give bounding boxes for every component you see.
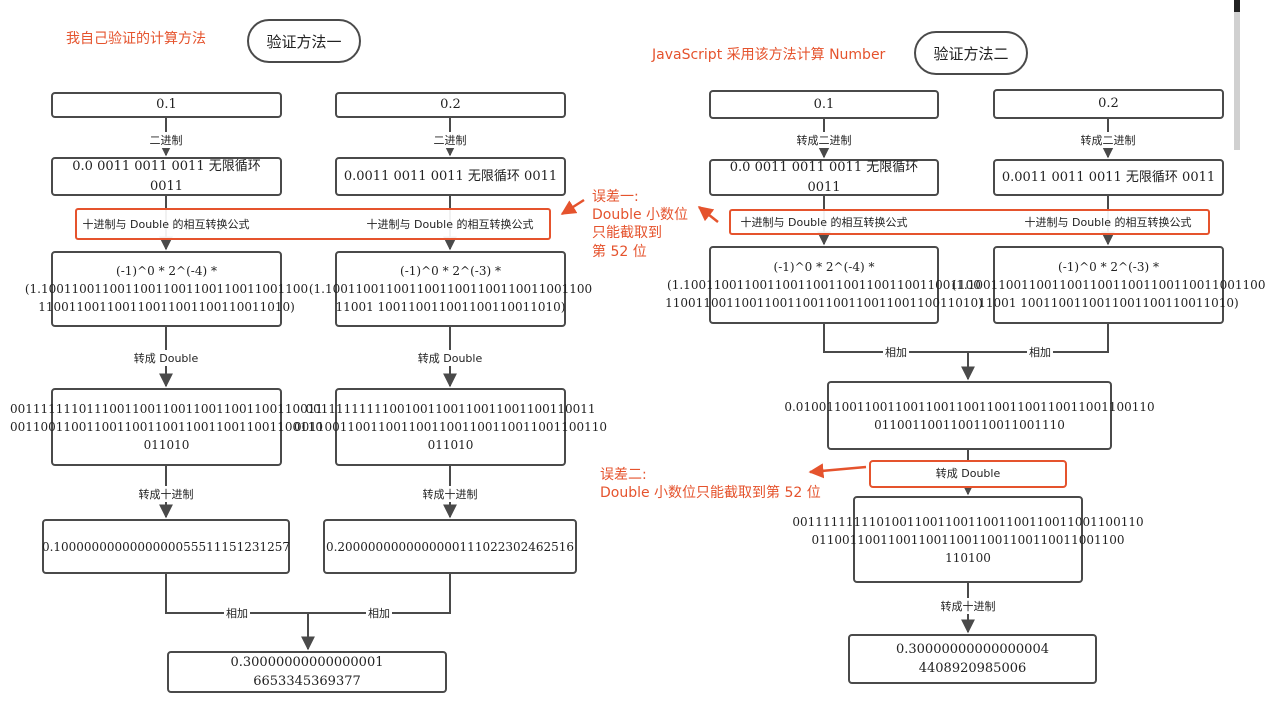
left-sci-b: (-1)^0 * 2^(-3) * (1.1001100110011001100…: [309, 251, 592, 327]
right-sci-b: (-1)^0 * 2^(-3) * (1.1001100110011001100…: [952, 246, 1265, 324]
method-one-label: 验证方法一: [247, 19, 361, 63]
method-two-label: 验证方法二: [914, 31, 1028, 75]
left-step-decimal-a: 转成十进制: [136, 486, 196, 502]
right-double: 0011111111101001100110011001100110011001…: [792, 496, 1144, 583]
left-sci-a: (-1)^0 * 2^(-4) * (1.1001100110011001100…: [25, 251, 308, 327]
left-input-b: 0.2: [335, 92, 566, 118]
right-step-binary-b: 转成二进制: [1078, 132, 1138, 148]
left-decimal-b: 0.2000000000000000111022302462516: [323, 519, 577, 574]
right-binary-b: 0.0011 0011 0011 无限循环 0011: [993, 159, 1224, 196]
right-input-b: 0.2: [993, 89, 1224, 119]
right-input-a: 0.1: [709, 90, 939, 119]
left-input-a: 0.1: [51, 92, 282, 118]
right-formula-label-a: 十进制与 Double 的相互转换公式: [740, 216, 908, 229]
right-formula-highlight: [729, 209, 1210, 235]
right-caption: JavaScript 采用该方法计算 Number: [652, 47, 886, 63]
error-two-note: 误差二: Double 小数位只能截取到第 52 位: [600, 467, 821, 502]
left-step-binary-a: 二进制: [147, 132, 185, 148]
right-sci-a: (-1)^0 * 2^(-4) * (1.1001100110011001100…: [665, 246, 983, 324]
left-decimal-a: 0.1000000000000000055511151231257: [42, 519, 290, 574]
left-binary-b: 0.0011 0011 0011 无限循环 0011: [335, 157, 566, 196]
right-result: 0.30000000000000004 4408920985006: [848, 634, 1097, 684]
left-binary-a: 0.0 0011 0011 0011 无限循环0011: [51, 157, 282, 196]
left-step-double-b: 转成 Double: [415, 350, 485, 366]
right-formula-label-b: 十进制与 Double 的相互转换公式: [1024, 216, 1192, 229]
left-add-label-b: 相加: [366, 605, 392, 621]
right-add-label-b: 相加: [1027, 344, 1053, 360]
left-double-b: 00111111111001001100110011001100110011 0…: [294, 388, 607, 466]
right-add-label-a: 相加: [883, 344, 909, 360]
left-step-decimal-b: 转成十进制: [420, 486, 480, 502]
error-one-note: 误差一: Double 小数位 只能截取到 第 52 位: [592, 189, 689, 260]
right-step-decimal: 转成十进制: [938, 598, 998, 614]
right-sum: 0.01001100110011001100110011001100110011…: [784, 381, 1155, 450]
scrollbar-track[interactable]: [1234, 0, 1240, 150]
left-double-a: 0011111110111001100110011001100110011001…: [10, 388, 323, 466]
left-formula-label-a: 十进制与 Double 的相互转换公式: [82, 218, 250, 231]
left-step-binary-b: 二进制: [431, 132, 469, 148]
right-to-double-step: 转成 Double: [869, 460, 1067, 488]
right-step-binary-a: 转成二进制: [794, 132, 854, 148]
scrollbar-thumb[interactable]: [1234, 0, 1240, 12]
left-result: 0.30000000000000001 6653345369377: [167, 651, 447, 693]
left-add-label-a: 相加: [224, 605, 250, 621]
left-formula-highlight: [75, 208, 551, 240]
left-formula-label-b: 十进制与 Double 的相互转换公式: [366, 218, 534, 231]
left-caption: 我自己验证的计算方法: [66, 31, 206, 47]
right-binary-a: 0.0 0011 0011 0011 无限循环0011: [709, 159, 939, 196]
left-step-double-a: 转成 Double: [131, 350, 201, 366]
